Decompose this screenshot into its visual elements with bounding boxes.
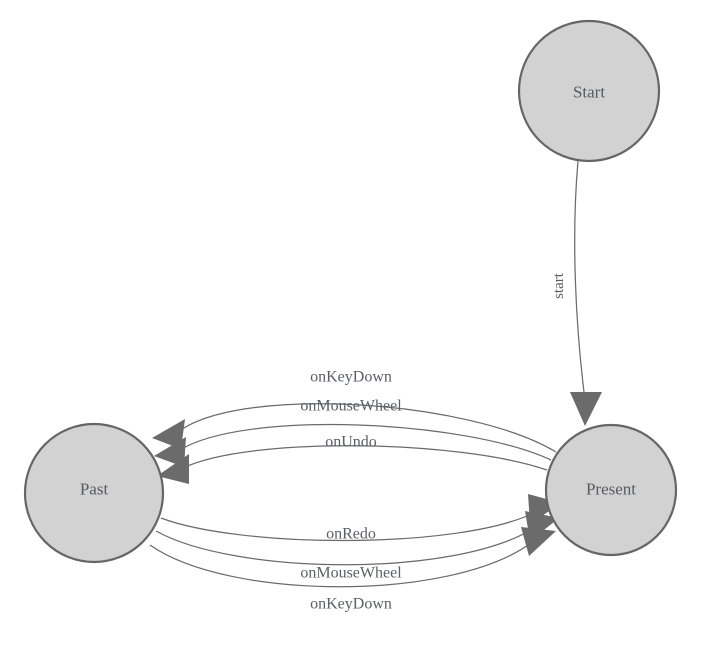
- edge-past-to-present-onmousewheel[interactable]: onMouseWheel: [155, 511, 559, 582]
- edge-past-to-present-onredo[interactable]: onRedo: [160, 494, 561, 543]
- node-present-label: Present: [586, 480, 636, 499]
- node-start-circle: [517, 19, 661, 163]
- edge-past-to-present-onkeydown[interactable]: onKeyDown: [149, 527, 556, 613]
- edge-label-past-to-present-onkeydown: onKeyDown: [310, 596, 392, 613]
- arrowhead-present-to-past-onmousewheel: [154, 437, 186, 467]
- edge-label-present-to-past-onmousewheel: onMouseWheel: [300, 398, 402, 415]
- edge-path-start-to-present: [574, 160, 586, 401]
- edge-path-present-to-past-onmousewheel: [179, 423, 552, 461]
- edge-label-start-to-present: start: [551, 272, 567, 299]
- node-start[interactable]: Start: [517, 19, 661, 163]
- edge-label-present-to-past-onkeydown: onKeyDown: [310, 369, 392, 386]
- edge-present-to-past-onundo[interactable]: onUndo: [157, 434, 548, 485]
- edge-label-past-to-present-onmousewheel: onMouseWheel: [300, 565, 402, 582]
- node-present[interactable]: Present: [544, 423, 678, 557]
- arrowhead-present-to-past-onkeydown: [152, 419, 185, 449]
- edge-path-past-to-present-onredo: [160, 511, 537, 542]
- edge-path-past-to-present-onmousewheel: [155, 527, 535, 566]
- node-start-label: Start: [573, 83, 605, 102]
- arrowhead-present-to-past-onundo: [157, 454, 189, 484]
- edge-path-present-to-past-onkeydown: [177, 403, 557, 453]
- node-past-label: Past: [80, 480, 109, 499]
- edge-present-to-past-onkeydown[interactable]: onKeyDown: [152, 369, 557, 453]
- arrowhead-start-to-present: [570, 392, 602, 426]
- node-past-circle: [23, 422, 165, 564]
- edge-start-to-present[interactable]: start: [551, 160, 602, 426]
- edge-path-present-to-past-onundo: [182, 445, 548, 471]
- node-present-circle: [544, 423, 678, 557]
- arrowhead-past-to-present-onkeydown: [521, 527, 556, 556]
- edge-label-present-to-past-onundo: onUndo: [325, 434, 377, 451]
- edge-present-to-past-onmousewheel[interactable]: onMouseWheel: [154, 398, 552, 468]
- node-past[interactable]: Past: [23, 422, 165, 564]
- edge-path-past-to-present-onkeydown: [149, 542, 532, 588]
- edge-label-past-to-present-onredo: onRedo: [326, 526, 376, 543]
